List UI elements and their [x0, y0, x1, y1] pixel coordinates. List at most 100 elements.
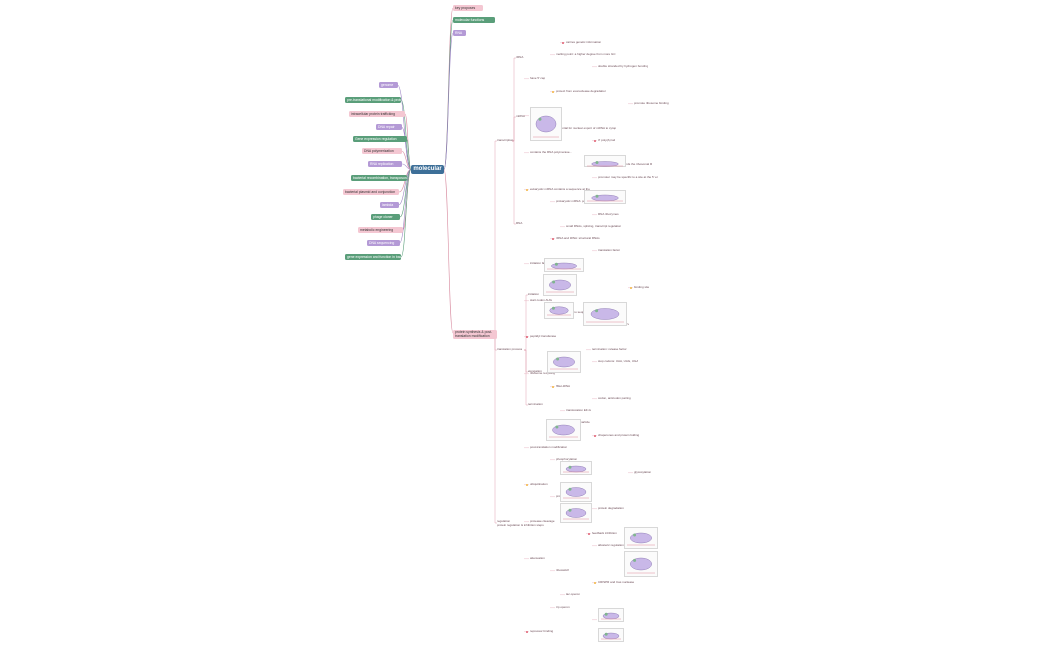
connector-line	[400, 169, 412, 258]
detail-node-33[interactable]: post-translation modification	[530, 446, 568, 449]
detail-node-41[interactable]: allosteric regulation	[598, 544, 624, 547]
branch-elongation[interactable]: elongation	[528, 369, 542, 373]
left-topic-13[interactable]: gene expression and function in bacteria	[345, 254, 401, 260]
detail-node-38[interactable]: protein degradation	[598, 507, 624, 510]
marker-icon	[526, 188, 529, 191]
left-topic-5[interactable]: DNA polymerization	[362, 148, 402, 154]
branch-rnaa[interactable]: rRNA	[516, 55, 524, 59]
connector-line	[493, 140, 497, 334]
detail-node-4[interactable]: protect from exonuclease degradation	[556, 90, 607, 93]
diagram-thumbnail	[547, 351, 581, 373]
right-topic-1[interactable]: molecular functions	[453, 17, 496, 23]
detail-node-42[interactable]: attenuation	[530, 557, 545, 560]
detail-node-44[interactable]: CRISPR and Cas nuclease	[598, 581, 635, 584]
marker-icon	[594, 434, 597, 437]
detail-node-32[interactable]: chaperones and protein folding	[598, 434, 640, 437]
connector-line	[401, 150, 412, 170]
branch-termination[interactable]: termination	[528, 402, 543, 406]
diagram-thumbnail	[624, 527, 658, 549]
detail-node-35[interactable]: glycosylation	[634, 471, 652, 474]
left-topic-9[interactable]: lambda	[380, 202, 399, 208]
detail-node-46[interactable]: trp operon	[556, 606, 570, 609]
detail-node-21[interactable]: start codon AUG	[530, 299, 553, 302]
connector-line	[493, 332, 497, 524]
detail-node-12[interactable]: eukaryotic mRNA contains a sequence at t…	[530, 188, 590, 191]
left-topic-6[interactable]: RNA replication	[368, 161, 403, 167]
branch-initiation[interactable]: initiation	[528, 292, 540, 296]
branch-translation[interactable]: translation process	[497, 347, 523, 351]
left-topic-3[interactable]: DNA repair	[376, 124, 402, 130]
branch-mrna[interactable]: mRNA	[516, 114, 525, 118]
left-topic-10[interactable]: phage cloner	[371, 214, 400, 220]
detail-node-8[interactable]: 3' poly(A) tail	[598, 139, 616, 142]
diagram-thumbnail	[560, 461, 592, 475]
detail-node-1[interactable]: melting point: a higher degree from more…	[556, 53, 616, 56]
diagram-thumbnail	[544, 302, 574, 319]
detail-node-2[interactable]: double stranded by hydrogen bonding	[598, 65, 649, 68]
left-topic-0[interactable]: genome	[379, 82, 398, 88]
detail-node-20[interactable]: binding site	[634, 286, 650, 289]
right-topic-3[interactable]: protein synthesis & post-translation mod…	[453, 330, 497, 339]
detail-node-25[interactable]: termination: release factor	[592, 348, 627, 351]
right-topic-2[interactable]: RNA	[453, 30, 467, 36]
marker-icon	[552, 237, 555, 240]
detail-node-15[interactable]: small RNAs, splicing, transcript regulat…	[566, 225, 622, 228]
detail-node-28[interactable]: fMet-tRNA	[556, 385, 571, 388]
connector-line	[397, 84, 412, 170]
detail-node-24[interactable]: peptidyl transferase	[530, 335, 557, 338]
diagram-thumbnail	[543, 274, 577, 296]
marker-icon	[594, 139, 597, 142]
left-topic-11[interactable]: metabolic engineering	[358, 227, 403, 233]
diagram-thumbnail	[598, 608, 624, 622]
marker-icon	[630, 286, 633, 289]
detail-node-36[interactable]: ubiquitination	[530, 483, 548, 486]
diagram-thumbnail	[530, 107, 562, 141]
left-topic-8[interactable]: bacterial plasmid and conjunction	[343, 189, 399, 195]
branch-rna_other[interactable]: RNA	[516, 221, 523, 225]
marker-icon	[588, 532, 591, 535]
detail-node-48[interactable]: repressor binding	[530, 630, 554, 633]
detail-node-34[interactable]: phosphorylation	[556, 458, 578, 461]
branch-transcription[interactable]: transcription	[497, 138, 514, 142]
branch-regulation[interactable]: regulation protein regulation & inhibiti…	[497, 519, 544, 527]
left-topic-12[interactable]: DNA sequencing	[367, 240, 400, 246]
marker-icon	[552, 385, 555, 388]
detail-node-0[interactable]: carries genetic information	[566, 41, 602, 44]
connector-line	[524, 349, 528, 406]
detail-node-3[interactable]: have 5' cap	[530, 77, 546, 80]
left-topic-7[interactable]: bacterial recombination, transposon&inte…	[351, 175, 407, 181]
detail-node-18[interactable]: initiation factors	[530, 262, 551, 265]
detail-node-11[interactable]: promoter may be specific to a site at th…	[598, 176, 658, 179]
detail-node-17[interactable]: translation factor	[598, 249, 621, 252]
left-topic-1[interactable]: pre-translational modification & protein…	[345, 97, 401, 103]
central-topic[interactable]: molecular	[411, 165, 444, 174]
marker-icon	[526, 630, 529, 633]
detail-node-7[interactable]: essential for nuclear export of mRNA to …	[556, 127, 616, 130]
diagram-thumbnail	[583, 302, 627, 326]
diagram-thumbnail	[546, 419, 581, 441]
detail-node-14[interactable]: RNA ribozymes	[598, 213, 619, 216]
left-topic-4[interactable]: Gene expression regulation	[353, 136, 407, 142]
connector-line	[406, 138, 412, 170]
left-topic-2[interactable]: intracellular protein trafficking	[349, 111, 405, 117]
diagram-thumbnail	[560, 482, 592, 502]
detail-node-29[interactable]: codon, anticodon pairing	[598, 397, 631, 400]
detail-node-9[interactable]: contains the RNA polymerase...	[530, 151, 573, 154]
detail-node-27[interactable]: ribosome recycling	[530, 372, 556, 375]
detail-node-40[interactable]: feedback inhibition	[592, 532, 617, 535]
detail-node-13[interactable]: prokaryotic mRNA: polycistronic	[556, 200, 599, 203]
detail-node-30[interactable]: translocation EF-G	[566, 409, 592, 412]
detail-node-16[interactable]: rRNA and tRNA: structural RNAs	[556, 237, 600, 240]
diagram-thumbnail	[624, 551, 658, 577]
diagram-thumbnail	[544, 258, 584, 272]
detail-node-5[interactable]: promote ribosome binding	[634, 102, 669, 105]
connector-line	[443, 169, 454, 334]
detail-node-39[interactable]: protease cleavage	[530, 520, 555, 523]
detail-node-43[interactable]: riboswitch	[556, 569, 570, 572]
right-topic-0[interactable]: key proposes	[453, 5, 483, 11]
diagram-thumbnail	[584, 190, 626, 204]
detail-node-26[interactable]: stop codons: UAA, UAG, UGA	[598, 360, 639, 363]
diagram-thumbnail	[584, 155, 626, 167]
detail-node-45[interactable]: lac operon	[566, 593, 581, 596]
